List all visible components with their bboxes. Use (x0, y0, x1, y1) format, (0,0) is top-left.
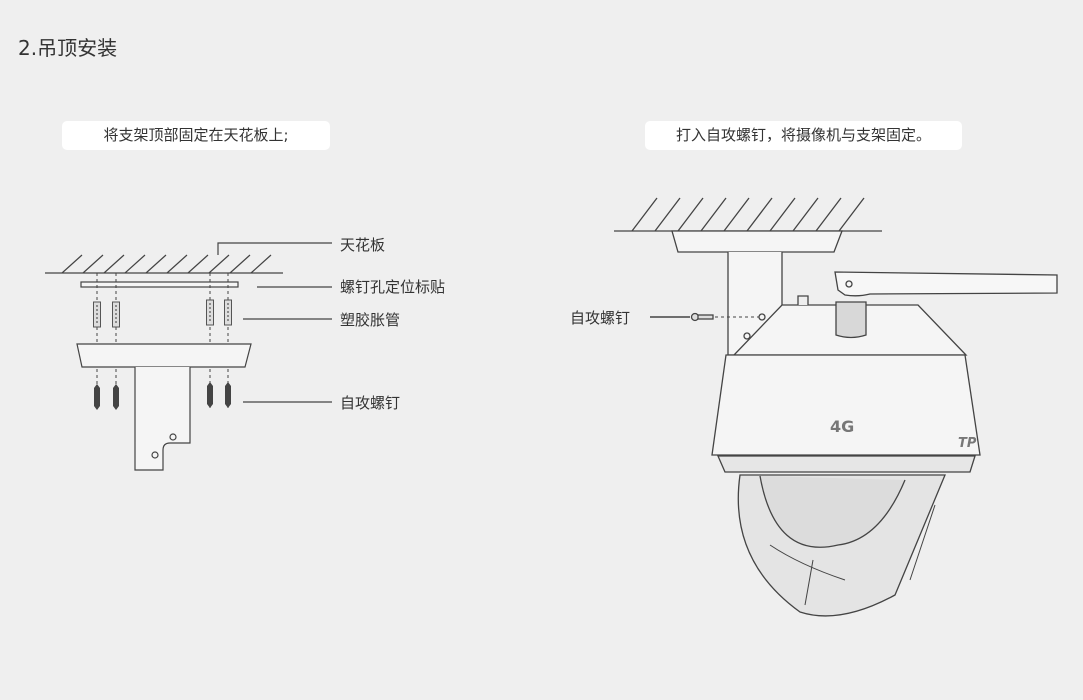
bracket-stem (134, 367, 191, 471)
bracket-plate (671, 230, 843, 253)
step1-caption: 将支架顶部固定在天花板上; (62, 121, 330, 150)
step2-diagram (614, 197, 1058, 617)
step2-caption: 打入自攻螺钉，将摄像机与支架固定。 (645, 121, 962, 150)
plastic-anchors (93, 299, 232, 328)
camera-ring (717, 455, 976, 473)
brand-mark: TP (958, 436, 977, 451)
step1-diagram (45, 242, 332, 471)
label-sticker: 螺钉孔定位标贴 (340, 278, 445, 296)
ceiling-hatch (631, 197, 865, 232)
leader-ceiling (217, 242, 332, 255)
section-title: 2.吊顶安装 (18, 36, 118, 60)
sticker (80, 281, 239, 288)
label-screw-right: 自攻螺钉 (570, 309, 630, 327)
camera-body (711, 354, 981, 456)
network-mark: 4G (830, 417, 854, 436)
label-screw: 自攻螺钉 (340, 394, 400, 412)
antenna-base (835, 301, 867, 339)
label-ceiling: 天花板 (340, 236, 385, 254)
ceiling-hatch (61, 254, 272, 274)
label-anchor: 塑胶胀管 (340, 311, 400, 329)
base-plate (76, 343, 252, 368)
screw-icon (690, 312, 714, 322)
antenna (834, 271, 1058, 297)
